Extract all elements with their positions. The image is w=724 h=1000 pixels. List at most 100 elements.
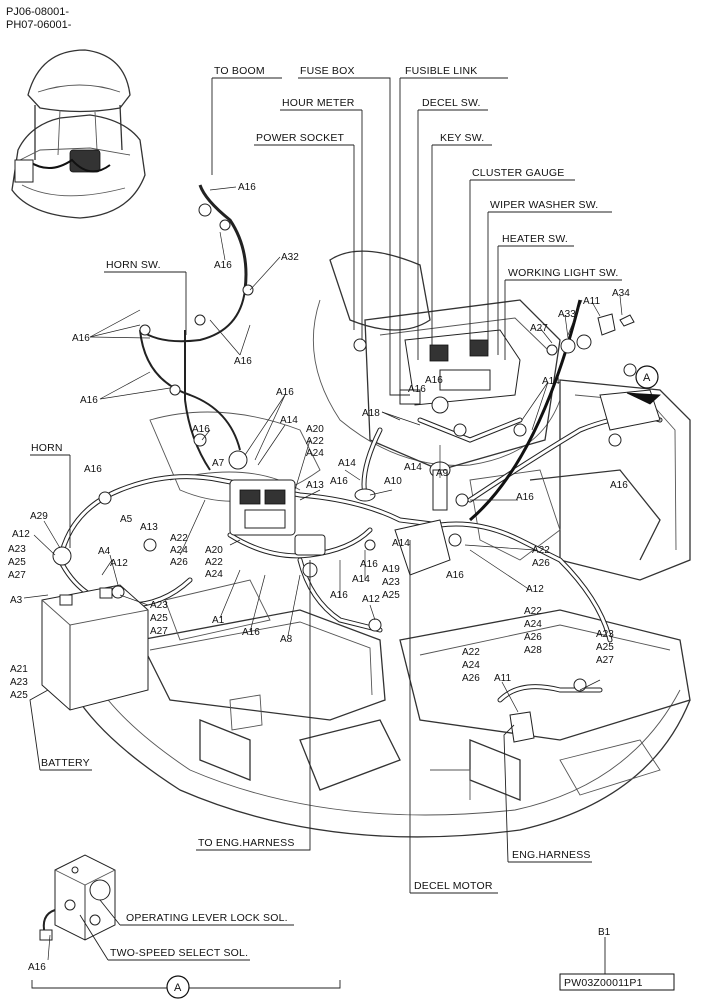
callout-two-speed-select-sol: TWO-SPEED SELECT SOL. <box>110 947 248 959</box>
callout-hour-meter: HOUR METER <box>282 97 355 109</box>
part-label: A28 <box>524 645 542 656</box>
part-label: A16 <box>28 962 46 973</box>
callout-labels: TO BOOM FUSE BOX FUSIBLE LINK HOUR METER… <box>31 65 618 959</box>
part-label: A16 <box>446 570 464 581</box>
part-label: A19 <box>382 564 400 575</box>
callout-fuse-box: FUSE BOX <box>300 65 355 77</box>
part-label: A24 <box>524 619 542 630</box>
horn-unit <box>52 546 72 566</box>
callout-to-eng-harness: TO ENG.HARNESS <box>198 837 295 849</box>
part-label: A22 <box>524 606 542 617</box>
part-label: A12 <box>12 529 30 540</box>
part-label: A1 <box>212 615 225 626</box>
part-label: A11 <box>494 673 511 684</box>
solenoid-inset <box>39 854 116 941</box>
part-label: A26 <box>170 557 188 568</box>
part-label: A20 <box>306 424 324 435</box>
part-label: A13 <box>140 522 158 533</box>
part-label: A12 <box>526 584 544 595</box>
serial-range: PJ06-08001- PH07-06001- <box>6 6 71 32</box>
instrument-cluster <box>399 329 521 414</box>
part-label: A27 <box>8 570 26 581</box>
callout-fusible-link: FUSIBLE LINK <box>405 65 477 77</box>
part-label: A13 <box>306 480 324 491</box>
callout-to-boom: TO BOOM <box>214 65 265 77</box>
part-label: A27 <box>530 323 548 334</box>
part-label: A14 <box>404 462 422 473</box>
part-label: A16 <box>192 424 210 435</box>
part-label: A29 <box>30 511 48 522</box>
part-label: A23 <box>150 600 168 611</box>
callout-power-socket: POWER SOCKET <box>256 132 345 144</box>
part-label: A22 <box>532 545 550 556</box>
part-label: A16 <box>276 387 294 398</box>
part-label: A16 <box>330 476 348 487</box>
callout-eng-harness: ENG.HARNESS <box>512 849 591 861</box>
part-label: A25 <box>382 590 400 601</box>
callout-battery: BATTERY <box>41 757 90 769</box>
components <box>41 203 661 743</box>
part-label: A16 <box>214 260 232 271</box>
decel-motor-unit <box>394 461 451 576</box>
drawing-number-box: PW03Z00011P1 B1 <box>559 927 675 991</box>
machine-frame <box>56 250 691 838</box>
callout-heater-sw: HEATER SW. <box>502 233 568 245</box>
part-label: A14 <box>542 376 560 387</box>
part-label: A23 <box>10 677 28 688</box>
part-label: A4 <box>98 546 111 557</box>
part-label: A14 <box>352 574 370 585</box>
part-label: A22 <box>205 557 223 568</box>
part-label: A16 <box>610 480 628 491</box>
part-label: A7 <box>212 458 225 469</box>
clip-a11 <box>509 711 535 743</box>
part-label: A8 <box>280 634 293 645</box>
part-label: A16 <box>80 395 98 406</box>
part-label: A16 <box>242 627 260 638</box>
callout-decel-motor: DECEL MOTOR <box>414 880 493 892</box>
callout-horn: HORN <box>31 442 63 454</box>
part-label: A16 <box>516 492 534 503</box>
part-label: A26 <box>462 673 480 684</box>
part-label: A14 <box>392 538 410 549</box>
part-label: A25 <box>596 642 614 653</box>
battery-unit <box>41 584 149 711</box>
part-label: A3 <box>10 595 23 606</box>
part-label: A27 <box>150 626 168 637</box>
inset-view-label: A <box>174 982 182 994</box>
part-label: A14 <box>338 458 356 469</box>
part-label: A24 <box>462 660 480 671</box>
drawing-number: PW03Z00011P1 <box>564 977 643 989</box>
part-label: A20 <box>205 545 223 556</box>
part-label: A26 <box>532 558 550 569</box>
part-label: A14 <box>280 415 298 426</box>
part-label: A23 <box>8 544 26 555</box>
view-arrow-label: A <box>643 372 651 384</box>
part-label: A22 <box>306 436 324 447</box>
part-label: A9 <box>436 468 449 479</box>
part-label: A16 <box>72 333 90 344</box>
part-label: A25 <box>8 557 26 568</box>
part-label: A23 <box>382 577 400 588</box>
part-label: A21 <box>10 664 28 675</box>
part-label: A22 <box>170 533 188 544</box>
part-label: A16 <box>360 559 378 570</box>
inset-view-marker[interactable]: A <box>166 975 190 999</box>
part-label: A5 <box>120 514 133 525</box>
part-label: A24 <box>306 448 324 459</box>
part-label: A16 <box>425 375 443 386</box>
serial-range-line1: PJ06-08001- <box>6 6 69 18</box>
view-arrow-a[interactable]: A <box>626 365 661 405</box>
part-label: A16 <box>238 182 256 193</box>
part-label: A16 <box>330 590 348 601</box>
part-label: A22 <box>462 647 480 658</box>
part-label: A12 <box>110 558 128 569</box>
part-label: A16 <box>408 384 426 395</box>
part-label: A34 <box>612 288 630 299</box>
callout-horn-sw: HORN SW. <box>106 259 161 271</box>
part-label: A11 <box>583 296 600 307</box>
part-label: A24 <box>170 545 188 556</box>
part-label: A25 <box>150 613 168 624</box>
machine-thumbnail <box>11 49 146 219</box>
parts-exploded <box>546 313 637 377</box>
